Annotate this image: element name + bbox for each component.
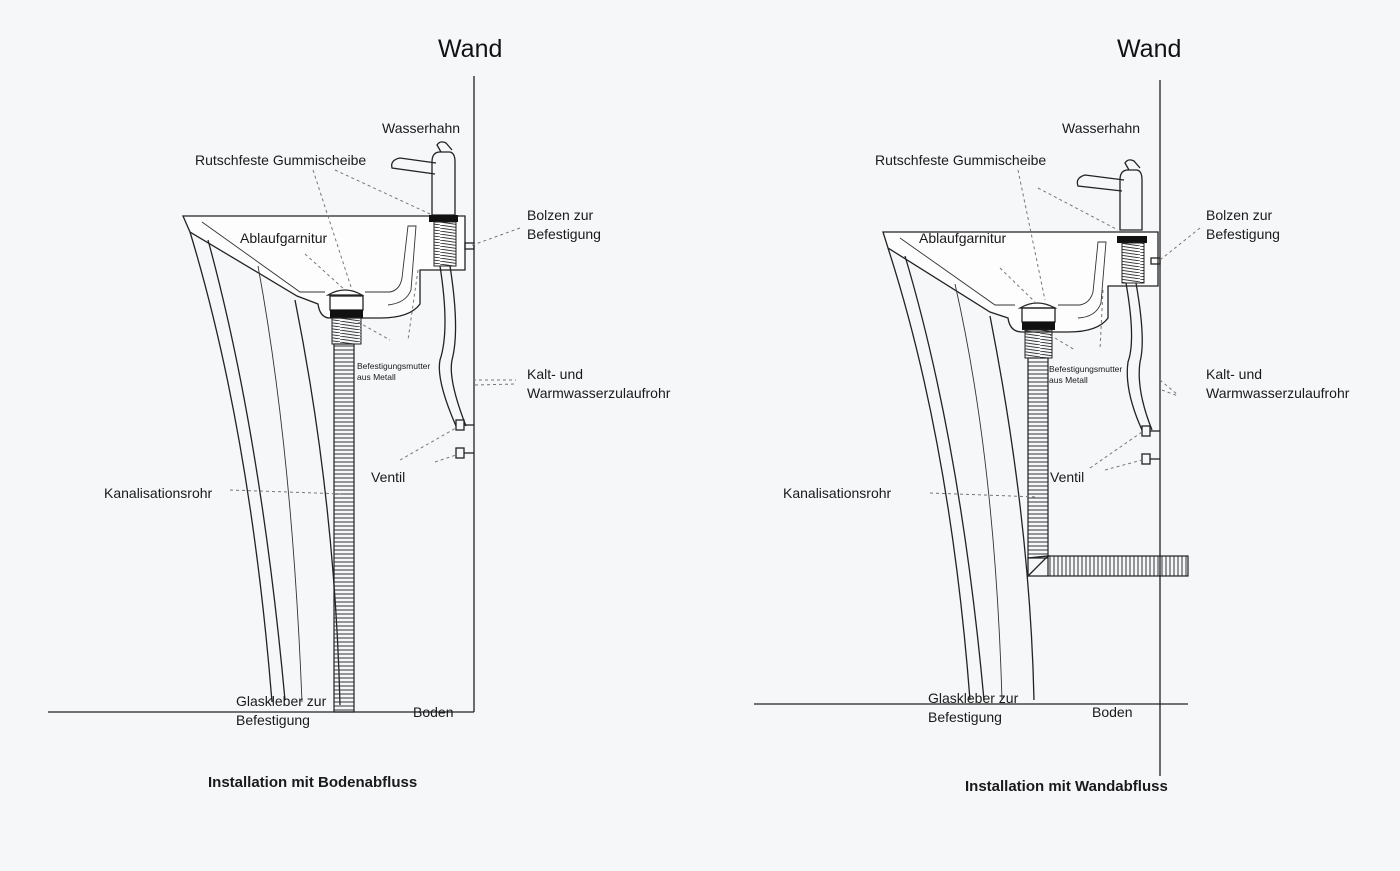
sewer-pipe-label: Kanalisationsrohr xyxy=(783,485,892,501)
drain-fitting xyxy=(325,289,365,345)
mounting-bolt xyxy=(464,242,475,250)
bolts-label: Bolzen zur Befestigung xyxy=(527,207,601,242)
floor-drain-caption: Installation mit Bodenabfluss xyxy=(208,774,418,791)
metal-nut-label: Befestigungsmutter aus Metall xyxy=(1049,364,1123,385)
drain-fitting-label: Ablaufgarnitur xyxy=(919,230,1007,246)
floor-drain-panel xyxy=(48,76,521,713)
faucet-label: Wasserhahn xyxy=(1062,120,1141,136)
supply-pipes xyxy=(1125,282,1160,465)
floor-label: Boden xyxy=(1092,704,1133,720)
drain-fitting-label: Ablaufgarnitur xyxy=(240,230,328,246)
metal-nut-label: Befestigungsmutter aus Metall xyxy=(357,361,431,382)
wall-drain-panel xyxy=(754,80,1201,776)
leader-lines xyxy=(929,169,1201,498)
mounting-bolt xyxy=(1150,257,1161,265)
faucet-label: Wasserhahn xyxy=(382,120,461,136)
wall-title: Wand xyxy=(1117,35,1182,63)
glass-glue-label: Glaskleber zur Befestigung xyxy=(928,690,1019,725)
rubber-washer-label: Rutschfeste Gummischeibe xyxy=(195,152,367,168)
rubber-washer-label: Rutschfeste Gummischeibe xyxy=(875,152,1047,168)
faucet xyxy=(391,141,458,267)
valve-label: Ventil xyxy=(1050,469,1085,485)
supply-pipes xyxy=(438,265,474,459)
pedestal-basin xyxy=(182,215,466,706)
floor-label: Boden xyxy=(413,704,454,720)
leader-lines xyxy=(229,169,521,495)
drain-fitting xyxy=(1017,302,1058,359)
supply-pipes-label: Kalt- und Warmwasserzulaufrohr xyxy=(1206,366,1350,401)
sewer-pipe xyxy=(333,343,355,713)
bolts-label: Bolzen zur Befestigung xyxy=(1206,207,1280,242)
supply-pipes-label: Kalt- und Warmwasserzulaufrohr xyxy=(527,366,671,401)
glass-glue-label: Glaskleber zur Befestigung xyxy=(236,693,327,728)
sewer-pipe xyxy=(1027,357,1189,578)
sewer-pipe-label: Kanalisationsrohr xyxy=(104,485,213,501)
valve-label: Ventil xyxy=(371,469,406,485)
pedestal-basin xyxy=(882,231,1159,701)
wall-title: Wand xyxy=(438,35,503,63)
wall-drain-caption: Installation mit Wandabfluss xyxy=(965,778,1168,795)
faucet xyxy=(1076,159,1147,284)
